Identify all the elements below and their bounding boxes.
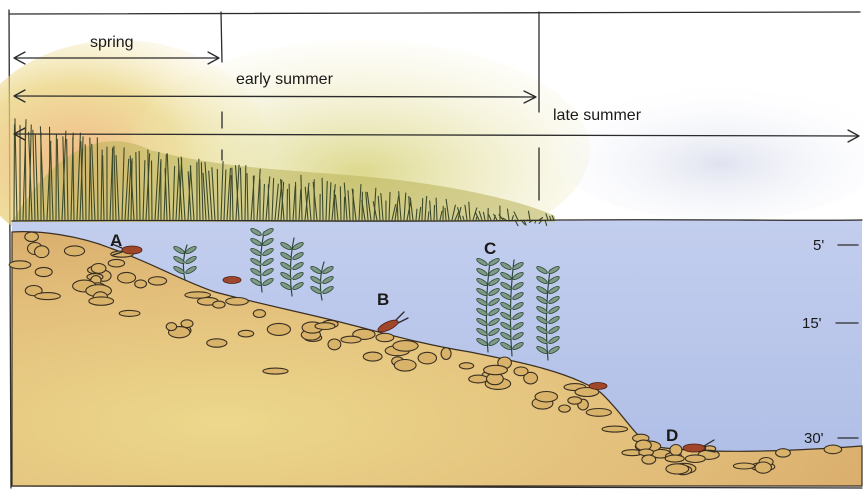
rock xyxy=(315,323,335,330)
weed-stroke xyxy=(25,130,26,220)
depth-15-label: 15' xyxy=(802,315,822,332)
rock xyxy=(568,397,582,404)
rock xyxy=(733,463,754,469)
rock xyxy=(459,363,473,369)
rock xyxy=(89,297,114,305)
weed-stroke xyxy=(397,204,398,220)
rock xyxy=(393,341,418,352)
rock xyxy=(35,293,61,300)
rock xyxy=(9,261,31,269)
rock xyxy=(108,259,124,267)
rock xyxy=(755,462,771,473)
rock xyxy=(267,323,290,335)
site-d-label: D xyxy=(666,426,678,445)
weed-stroke xyxy=(340,187,341,220)
depth-5-label: 5' xyxy=(813,237,824,254)
rock xyxy=(213,301,225,308)
rock xyxy=(642,455,656,464)
rock xyxy=(135,280,147,288)
rock xyxy=(185,292,211,298)
rock xyxy=(685,455,705,463)
rock xyxy=(670,445,682,456)
rock xyxy=(394,360,416,372)
rock xyxy=(118,272,136,283)
rock xyxy=(559,405,571,412)
rock xyxy=(341,336,361,343)
early-summer-label: early summer xyxy=(236,71,334,88)
rock xyxy=(665,455,684,462)
rock xyxy=(64,246,84,256)
weed-stroke xyxy=(422,198,423,220)
weed-stroke xyxy=(253,176,254,220)
rock xyxy=(166,323,176,331)
rock xyxy=(238,330,253,337)
weed-stroke xyxy=(344,197,345,220)
rock xyxy=(328,339,341,350)
rock xyxy=(181,320,193,328)
depth-30-label: 30' xyxy=(804,430,824,447)
rock xyxy=(148,277,166,285)
rock xyxy=(376,333,394,341)
rock xyxy=(25,232,39,241)
rock xyxy=(535,392,557,402)
rock xyxy=(602,426,628,432)
rock xyxy=(666,464,689,474)
rock xyxy=(253,310,265,318)
crayfish-drop xyxy=(589,383,607,390)
rock xyxy=(514,367,528,376)
crayfish-wall xyxy=(223,277,241,284)
rock xyxy=(263,368,288,374)
weed-stroke xyxy=(434,205,435,220)
spring-label: spring xyxy=(90,34,134,51)
rock xyxy=(824,445,842,454)
rock xyxy=(484,365,508,374)
rock xyxy=(35,246,49,258)
rock xyxy=(226,298,249,306)
weed-stroke xyxy=(97,138,98,220)
rock xyxy=(91,264,106,274)
rock xyxy=(441,348,451,360)
late-summer-label: late summer xyxy=(553,107,642,124)
rock xyxy=(776,449,791,457)
weed-stroke xyxy=(268,185,269,220)
rock xyxy=(418,352,436,364)
rock xyxy=(363,352,382,361)
site-a-label: A xyxy=(110,231,122,250)
weed-stroke xyxy=(217,169,218,220)
rock xyxy=(119,310,140,316)
rock xyxy=(207,339,227,347)
rock xyxy=(469,375,488,383)
site-c-label: C xyxy=(484,239,496,258)
site-b-label: B xyxy=(377,290,389,309)
rock xyxy=(586,409,611,417)
rock xyxy=(35,267,52,276)
